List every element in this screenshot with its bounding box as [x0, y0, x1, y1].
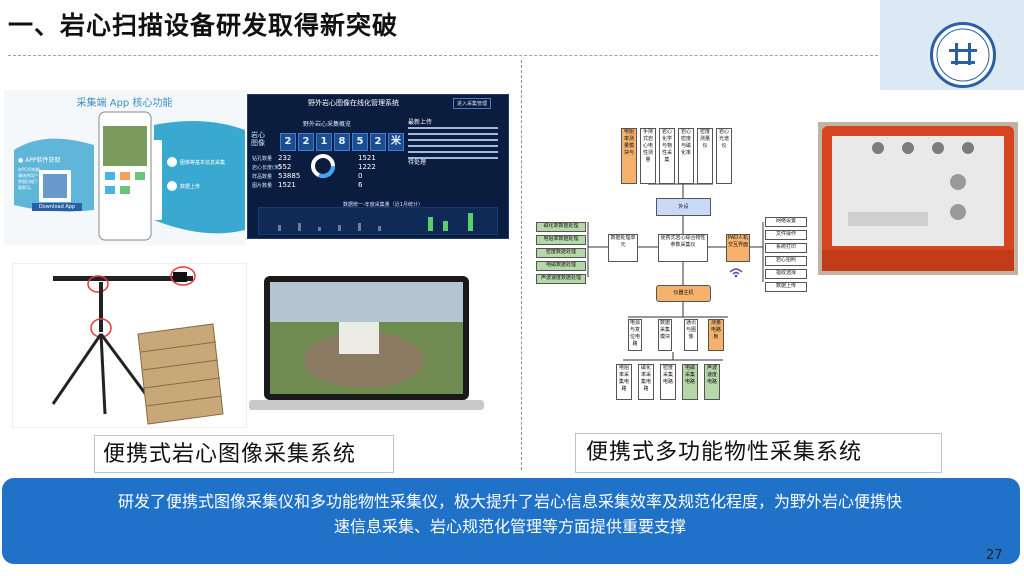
flowchart-connectors [587, 183, 764, 361]
left-box: 电磁数据处理 [536, 261, 586, 271]
bottom-box: 电阻率采集电路 [616, 364, 632, 400]
dashboard-enter-button[interactable]: 进入采集管理 [453, 98, 492, 109]
stat-value: 232 [278, 154, 292, 162]
cgs-logo-icon [930, 22, 996, 88]
stat-value: 53885 [278, 172, 301, 180]
top-box: 岩心光谱仪 [716, 128, 732, 184]
bottom-box: 声波速度电路 [704, 364, 720, 400]
recent-uploads-list [408, 127, 498, 159]
slide-title: 一、岩心扫描设备研发取得新突破 [8, 11, 399, 40]
tripod-device-image [12, 263, 247, 428]
stat-label: 钻孔数量 [252, 156, 273, 162]
download-title: ● APP软件获取 [18, 157, 61, 164]
stat-right-value: 1521 [358, 154, 376, 162]
pad-box: PAD人机交互界面 [726, 234, 750, 262]
download-app-button[interactable]: Download App [32, 203, 82, 211]
stat-label: 图片数量 [252, 183, 273, 189]
center-box: 便携式岩心综合物性参数采集仪 [658, 234, 708, 262]
mid-box: 电源与复位电路 [628, 319, 642, 351]
counter-digit: 2 [298, 133, 314, 151]
feature-label-1: 图像等基本信息采集 [180, 160, 226, 166]
app-image-title: 采集端 App 核心功能 [76, 98, 173, 109]
download-desc: 在PC/O电脑 端选择用户 界面扫描下 载即可。 [18, 167, 40, 190]
title-divider [8, 55, 878, 56]
stat-label: 样品数量 [252, 174, 273, 180]
top-box: 岩心化学与物性采集 [659, 128, 675, 184]
dashboard-bar-chart [258, 207, 498, 235]
app-illustration [14, 111, 245, 241]
mid-box: 数据采集模块 [658, 319, 672, 351]
left-box: 磁化率数据处理 [536, 222, 586, 232]
dashboard-image-label: 岩心图像 [251, 131, 265, 147]
right-box: 系统打印 [765, 243, 807, 253]
dashboard-overview-label: 野外岩心采集概览 [303, 121, 352, 128]
management-dashboard-image: 野外岩心图像在线化管理系统 进入采集管理 野外岩心采集概览 岩心图像 2 2 1… [247, 94, 509, 239]
stat-right-value: 0 [358, 172, 363, 180]
stat-right-value: 1222 [358, 163, 376, 171]
counter-digit: 1 [316, 133, 332, 151]
top-box: 电阻率测量模块与 [621, 128, 637, 184]
counter-digit: 8 [334, 133, 350, 151]
right-box: 指纹选择 [765, 269, 807, 279]
laptop-screen-image [244, 270, 489, 420]
stat-value: 552 [278, 163, 292, 171]
pending-title: 待处理 [408, 159, 427, 166]
counter-digit: 2 [370, 133, 386, 151]
dashboard-title: 野外岩心图像在线化管理系统 [308, 99, 399, 107]
app-feature-image: 采集端 App 核心功能 ● APP软件获取 在PC/O电脑 端选择用户 界面扫… [4, 90, 245, 245]
stat-value: 1521 [278, 181, 296, 189]
page-number: 27 [986, 548, 1003, 563]
counter-digit: 2 [280, 133, 296, 151]
summary-line-1: 研发了便携式图像采集仪和多功能物性采集仪，极大提升了岩心信息采集效率及规范化程度… [117, 492, 902, 511]
stat-label: 岩心长度(米) [252, 165, 281, 171]
feature-label-2: 数据上传 [180, 184, 201, 190]
mid-box: 测量电路板 [708, 319, 724, 351]
mid-box: 通讯与图像 [684, 319, 698, 351]
left-box: 密度数据处理 [536, 248, 586, 258]
dashboard-chart-title: 数据统一-年度采集量（近1月统计） [343, 202, 423, 208]
summary-banner [2, 478, 1020, 564]
counter-digit: 5 [352, 133, 368, 151]
bottom-box: 密度采集电路 [660, 364, 676, 400]
controller-box: 仪器主机 [656, 285, 711, 302]
column-divider [521, 60, 522, 470]
top-box: 密度测量仪 [697, 128, 713, 184]
wireless-icon [729, 268, 743, 278]
top-box: 岩心密度与磁化率 [678, 128, 694, 184]
system-flowchart: 电阻率测量模块与 手持式岩心电性测量 岩心化学与物性采集 岩心密度与磁化率 密度… [528, 122, 818, 412]
caption-image-system: 便携式岩心图像采集系统 [94, 435, 394, 473]
right-box: 文件操作 [765, 230, 807, 240]
left-box: 声波速度数据处理 [536, 274, 586, 284]
recent-uploads-title: 最新上传 [408, 119, 433, 126]
data-processing-box: 数据处理单元 [608, 234, 638, 262]
left-box: 电阻率数据处理 [536, 235, 586, 245]
summary-text: 研发了便携式图像采集仪和多功能物性采集仪，极大提升了岩心信息采集效率及规范化程度… [20, 489, 1000, 539]
counter-digit: 米 [388, 133, 404, 151]
top-box: 手持式岩心电性测量 [640, 128, 656, 184]
bottom-box: 电磁采集电路 [682, 364, 698, 400]
bottom-box: 磁化率采集电路 [638, 364, 654, 400]
summary-line-2: 速信息采集、岩心规范化管理等方面提供重要支撑 [333, 517, 686, 536]
caption-physical-system: 便携式多功能物性采集系统 [575, 433, 942, 473]
donut-gauge [311, 154, 335, 178]
bus-box: 外设 [656, 198, 711, 216]
stat-right-value: 6 [358, 181, 363, 189]
right-box: 数据上传 [765, 282, 807, 292]
right-box: 岩心拍照 [765, 256, 807, 266]
instrument-photo [818, 122, 1018, 275]
right-box: 网络设置 [765, 217, 807, 227]
